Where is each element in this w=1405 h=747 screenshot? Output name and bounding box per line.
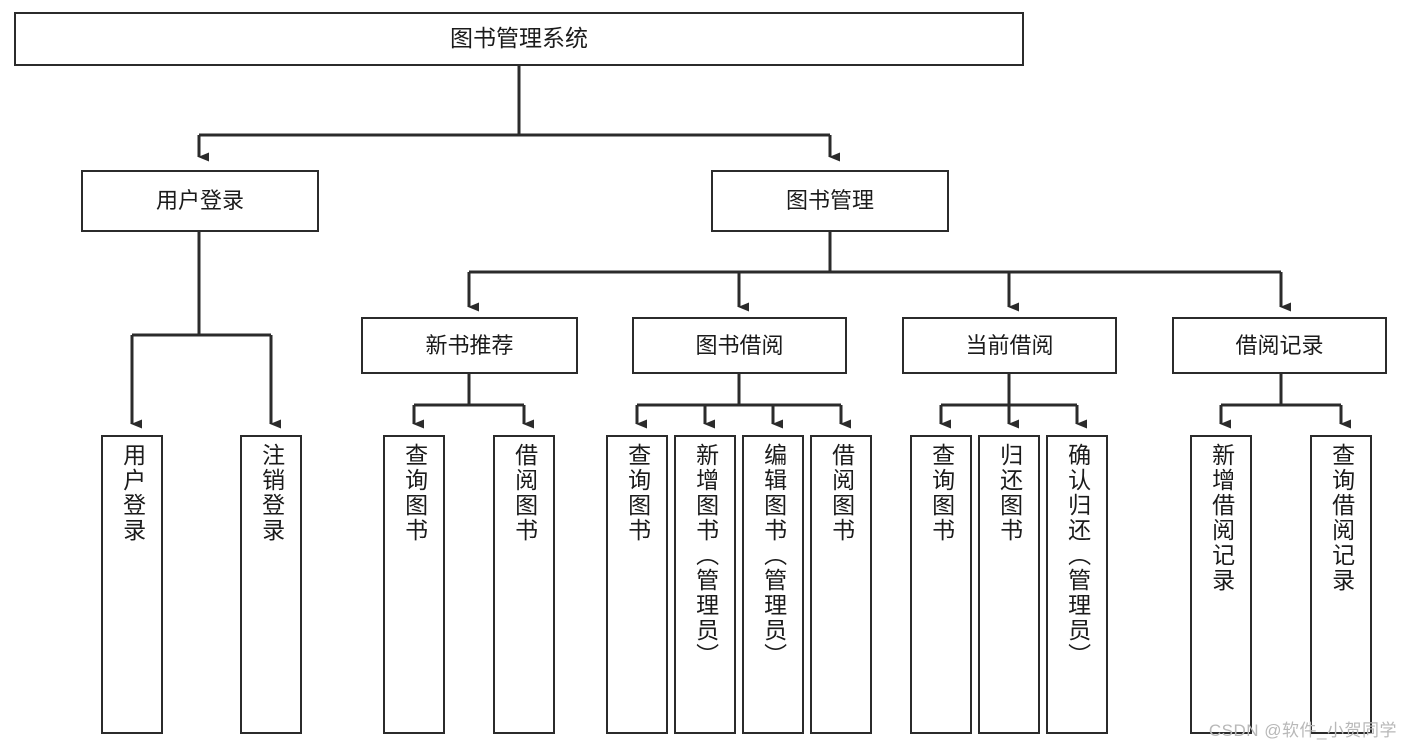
node-leaf-confirm-return[interactable]: 确认归还（管理员）	[1046, 435, 1108, 734]
node-current-borrow[interactable]: 当前借阅	[902, 317, 1117, 374]
node-leaf-confirm-return-label: 确认归还（管理员）	[1064, 443, 1091, 668]
node-borrow-record[interactable]: 借阅记录	[1172, 317, 1387, 374]
node-leaf-add-record-label: 新增借阅记录	[1208, 443, 1235, 593]
node-leaf-edit-book[interactable]: 编辑图书（管理员）	[742, 435, 804, 734]
node-leaf-query-record-label: 查询借阅记录	[1328, 443, 1355, 593]
node-leaf-edit-book-label: 编辑图书（管理员）	[760, 443, 787, 668]
node-leaf-add-book[interactable]: 新增图书（管理员）	[674, 435, 736, 734]
node-borrow-record-label: 借阅记录	[1235, 332, 1324, 358]
node-leaf-query-book-1[interactable]: 查询图书	[383, 435, 445, 734]
csdn-watermark: CSDN @软件_小贺同学	[1208, 721, 1397, 740]
node-book-manage[interactable]: 图书管理	[711, 170, 949, 232]
node-leaf-query-record[interactable]: 查询借阅记录	[1310, 435, 1372, 734]
node-leaf-user-login-label: 用户登录	[119, 443, 146, 543]
node-leaf-query-book-2[interactable]: 查询图书	[606, 435, 668, 734]
node-leaf-query-book-3-label: 查询图书	[928, 443, 955, 543]
node-leaf-add-record[interactable]: 新增借阅记录	[1190, 435, 1252, 734]
node-leaf-borrow-book-2-label: 借阅图书	[828, 443, 855, 543]
node-leaf-query-book-1-label: 查询图书	[401, 443, 428, 543]
node-leaf-user-login[interactable]: 用户登录	[101, 435, 163, 734]
node-leaf-user-logout-label: 注销登录	[258, 443, 285, 543]
node-leaf-borrow-book-1[interactable]: 借阅图书	[493, 435, 555, 734]
node-leaf-borrow-book-2[interactable]: 借阅图书	[810, 435, 872, 734]
node-book-manage-label: 图书管理	[785, 188, 874, 214]
node-leaf-return-book[interactable]: 归还图书	[978, 435, 1040, 734]
node-leaf-add-book-label: 新增图书（管理员）	[692, 443, 719, 668]
node-current-borrow-label: 当前借阅	[965, 332, 1054, 358]
node-new-book-recommend[interactable]: 新书推荐	[361, 317, 578, 374]
node-leaf-user-logout[interactable]: 注销登录	[240, 435, 302, 734]
node-leaf-query-book-2-label: 查询图书	[624, 443, 651, 543]
node-root[interactable]: 图书管理系统	[14, 12, 1024, 66]
node-book-borrow-label: 图书借阅	[695, 332, 784, 358]
node-leaf-query-book-3[interactable]: 查询图书	[910, 435, 972, 734]
node-new-book-recommend-label: 新书推荐	[425, 332, 514, 358]
node-user-login-label: 用户登录	[155, 188, 244, 214]
node-leaf-return-book-label: 归还图书	[996, 443, 1023, 543]
node-root-label: 图书管理系统	[450, 25, 588, 52]
node-user-login[interactable]: 用户登录	[81, 170, 319, 232]
node-book-borrow[interactable]: 图书借阅	[632, 317, 847, 374]
node-leaf-borrow-book-1-label: 借阅图书	[511, 443, 538, 543]
